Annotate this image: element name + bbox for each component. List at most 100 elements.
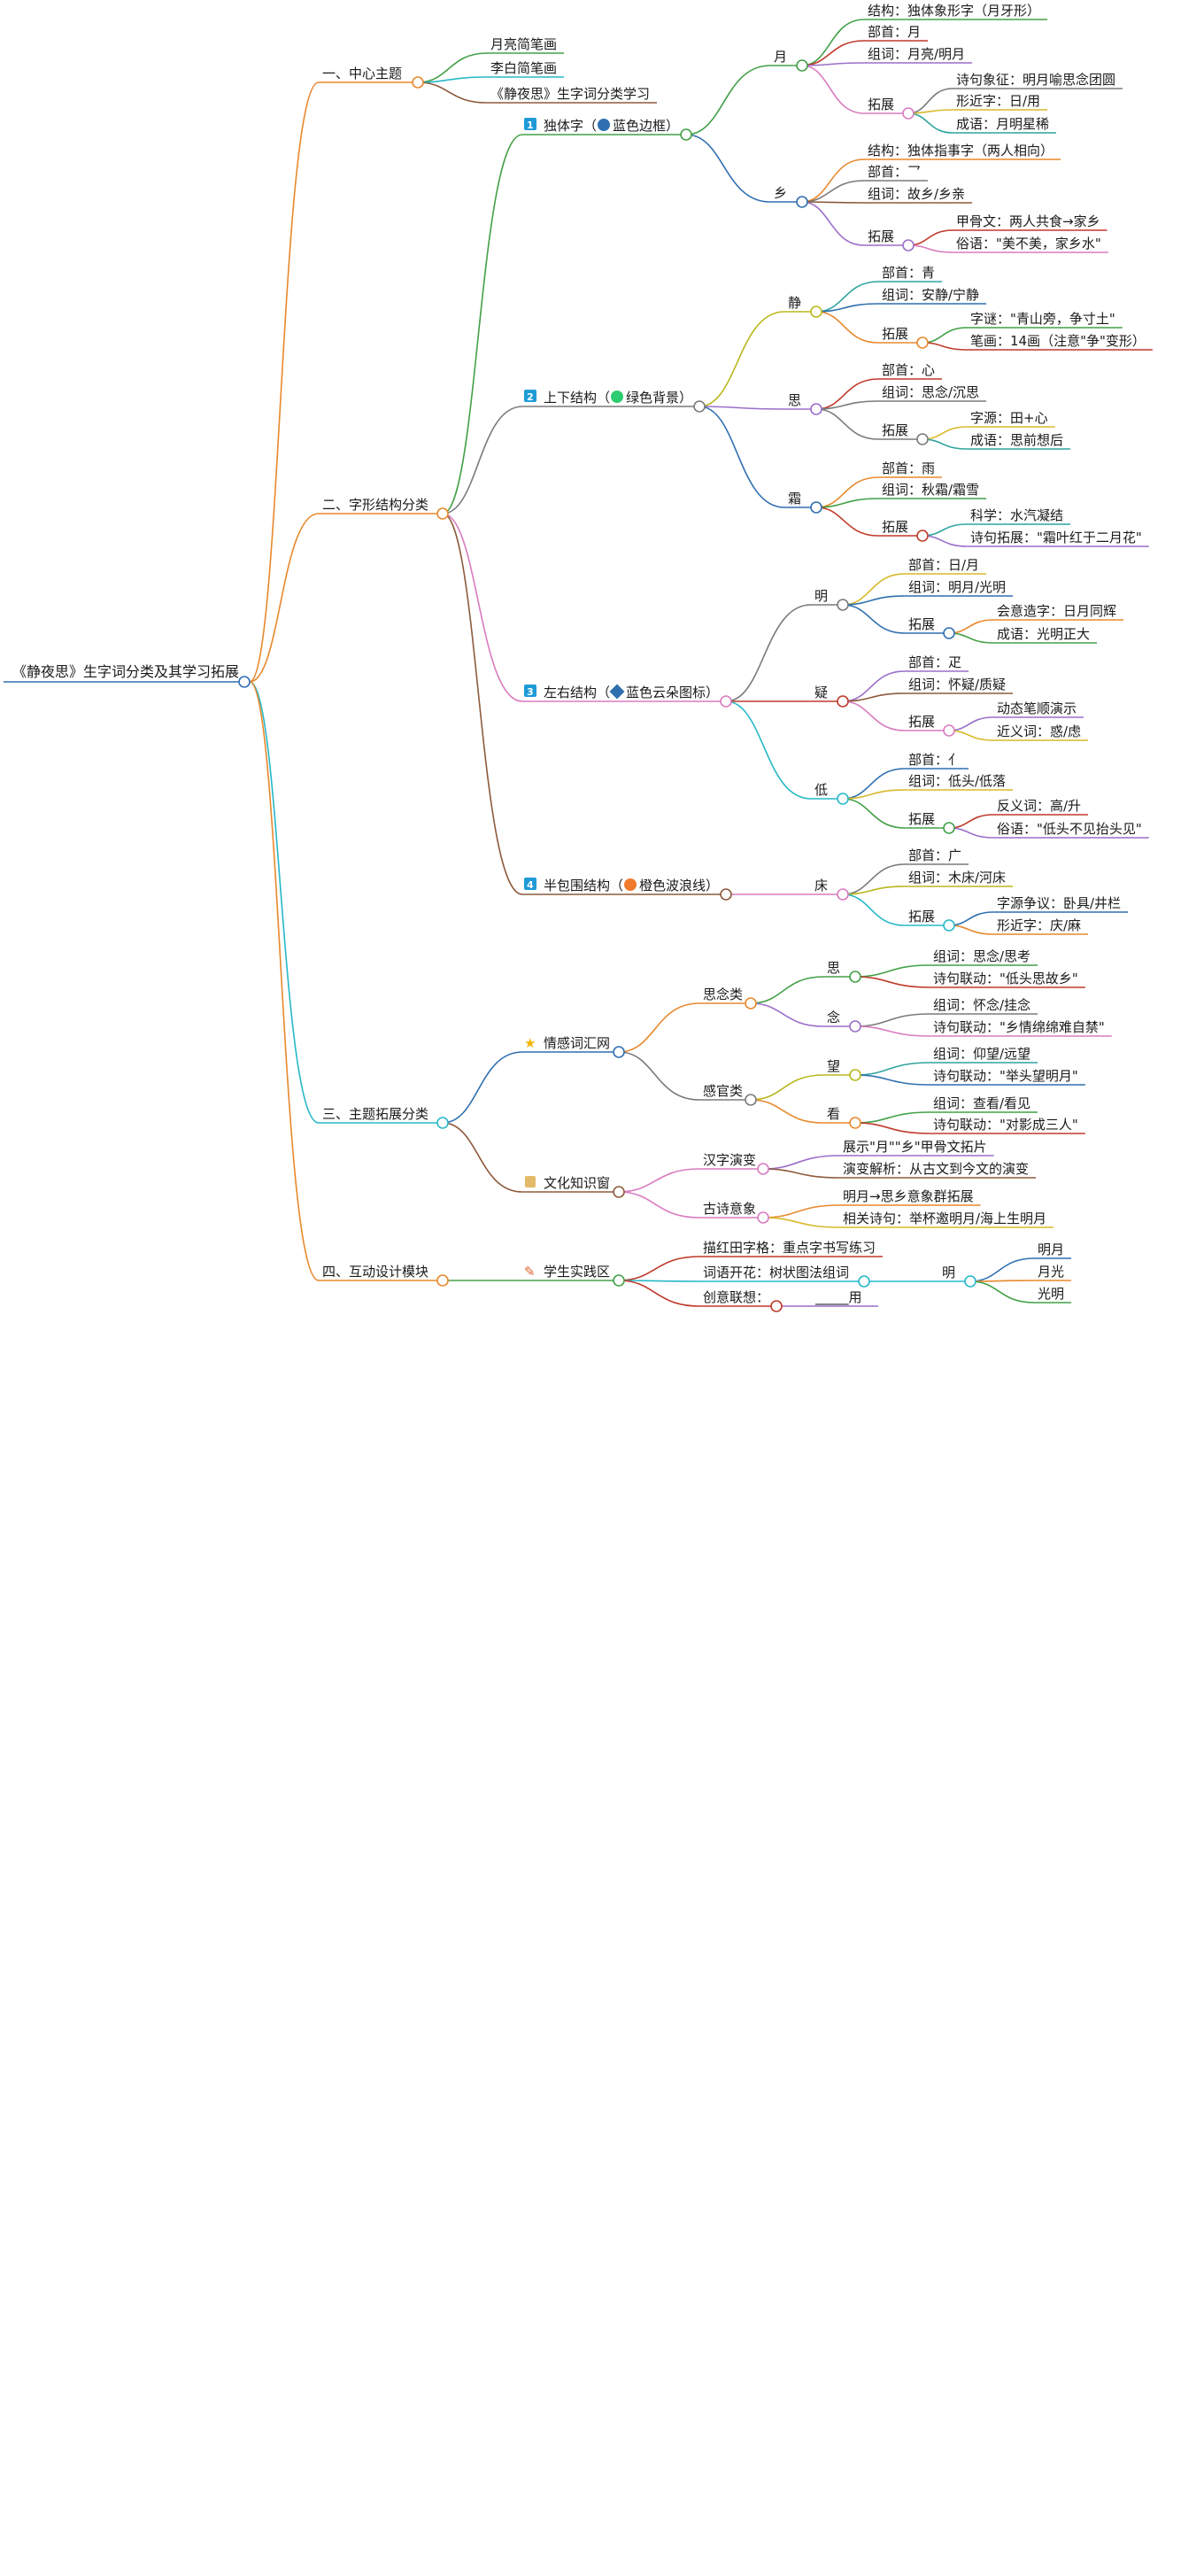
scroll-icon: [525, 1176, 536, 1187]
extension-node-toggle[interactable]: [943, 724, 955, 737]
extension-node: 拓展: [868, 228, 894, 244]
category-senses-toggle[interactable]: [745, 1094, 757, 1106]
extension-node: 拓展: [908, 616, 935, 632]
word-flower: 词语开花：树状图法组词: [703, 1265, 849, 1280]
di-char-toggle[interactable]: [837, 793, 849, 805]
xiang-char: 乡: [774, 185, 787, 201]
top-bottom-structure-label-tail: 绿色背景）: [626, 390, 692, 406]
char-info: 结构：独体指事字（两人相向）: [868, 143, 1054, 159]
extension-node-toggle[interactable]: [943, 627, 955, 639]
connector-line: [417, 52, 488, 83]
leaf-label: 诗句联动："乡情绵绵难自禁": [933, 1019, 1105, 1035]
badge-number: 1: [527, 120, 534, 131]
poem-imagery-toggle[interactable]: [757, 1211, 769, 1224]
connector-line: [922, 523, 968, 537]
branch-1-label-toggle[interactable]: [412, 76, 424, 89]
extension-item: 动态笔顺演示: [997, 700, 1077, 716]
chuang-char-toggle[interactable]: [837, 888, 849, 901]
half-surround-structure-dot-icon: [624, 878, 637, 891]
connector-line: [948, 924, 994, 935]
extension-node-toggle[interactable]: [902, 239, 915, 251]
top-bottom-structure-toggle[interactable]: [693, 400, 706, 413]
extension-node-toggle[interactable]: [943, 822, 955, 834]
connector-line: [854, 1062, 930, 1076]
connector-line: [442, 513, 523, 895]
connector-line: [417, 76, 488, 83]
si-char-toggle[interactable]: [849, 971, 861, 983]
topic-item: 李白简笔画: [490, 60, 557, 76]
culture-window-toggle[interactable]: [613, 1186, 625, 1198]
connector-line: [249, 681, 320, 1281]
extension-item: 成语：思前想后: [970, 432, 1063, 448]
connector-line: [699, 311, 785, 407]
jing-char: 静: [788, 295, 801, 311]
connector-line: [854, 1122, 930, 1134]
number-badge-icon: [524, 685, 536, 697]
connector-line: [801, 65, 865, 114]
branch-3-label-toggle[interactable]: [436, 1117, 449, 1129]
root-toggle[interactable]: [238, 676, 251, 688]
char-info: 组词：思念/沉思: [882, 384, 979, 400]
char-info: 部首：日/月: [908, 557, 979, 573]
extension-node-toggle[interactable]: [916, 433, 929, 445]
branch-4-label-toggle[interactable]: [436, 1274, 449, 1287]
extension-node-toggle[interactable]: [916, 337, 929, 349]
xiang-char-toggle[interactable]: [796, 196, 808, 208]
hanzi-evolution-toggle[interactable]: [757, 1163, 769, 1175]
single-structure-toggle[interactable]: [680, 128, 692, 141]
connector-line: [842, 595, 906, 606]
si-char-toggle[interactable]: [810, 403, 822, 415]
connector-line: [442, 406, 523, 514]
connector-line: [815, 408, 879, 440]
connector-line: [801, 159, 865, 203]
connector-line: [750, 1099, 824, 1124]
topic-item: 月亮简笔画: [490, 36, 557, 52]
extension-item: 俗语："美不美，家乡水": [956, 236, 1101, 251]
ming-char-toggle[interactable]: [837, 599, 849, 611]
half-surround-structure-label: 半包围结构（: [544, 878, 623, 893]
extension-node-toggle[interactable]: [943, 919, 955, 932]
left-right-structure-toggle[interactable]: [720, 695, 732, 708]
practice-area-toggle[interactable]: [613, 1274, 625, 1287]
si-char: 思: [788, 392, 801, 408]
connector-line: [948, 911, 994, 926]
connector-line: [842, 893, 906, 926]
connector-line: [699, 406, 785, 508]
nian-char-toggle[interactable]: [849, 1020, 861, 1033]
jing-char-toggle[interactable]: [810, 306, 822, 318]
kan-char-toggle[interactable]: [849, 1117, 861, 1129]
connector-line: [842, 692, 906, 702]
connector-line: [948, 814, 994, 829]
top-bottom-structure-label: 上下结构（: [544, 390, 610, 406]
connector-line: [854, 1013, 930, 1027]
shuang-char-toggle[interactable]: [810, 501, 822, 514]
emotion-vocab-toggle[interactable]: [613, 1046, 625, 1058]
branch-2-label-toggle[interactable]: [436, 507, 449, 520]
extension-item: 成语：光明正大: [997, 626, 1090, 642]
char-info: 部首：月: [868, 24, 921, 40]
connector-line: [842, 604, 906, 634]
extension-node: 拓展: [908, 811, 935, 827]
creative-association: 创意联想：: [703, 1289, 769, 1305]
culture-window-label: 文化知识窗: [544, 1175, 610, 1191]
creative-association-toggle[interactable]: [770, 1300, 783, 1312]
category-longing-toggle[interactable]: [745, 997, 757, 1010]
yi-char-toggle[interactable]: [837, 695, 849, 708]
connector-line: [763, 1204, 840, 1218]
connector-line: [854, 1111, 930, 1124]
connector-line: [922, 342, 968, 351]
extension-node-toggle[interactable]: [916, 530, 929, 542]
yue-char-toggle[interactable]: [796, 59, 808, 72]
connector-line: [686, 65, 771, 135]
wang-char-toggle[interactable]: [849, 1069, 861, 1081]
hanzi-evolution: 汉字演变: [703, 1152, 756, 1168]
word-flower-toggle[interactable]: [858, 1275, 870, 1288]
half-surround-structure-toggle[interactable]: [720, 888, 732, 901]
connector-line: [948, 632, 994, 644]
extension-item: 近义词：惑/虑: [997, 723, 1081, 739]
char-info: 部首：疋: [908, 654, 961, 670]
connector-line: [442, 513, 523, 702]
extension-node-toggle[interactable]: [902, 107, 915, 120]
ming-char-toggle[interactable]: [964, 1275, 976, 1288]
